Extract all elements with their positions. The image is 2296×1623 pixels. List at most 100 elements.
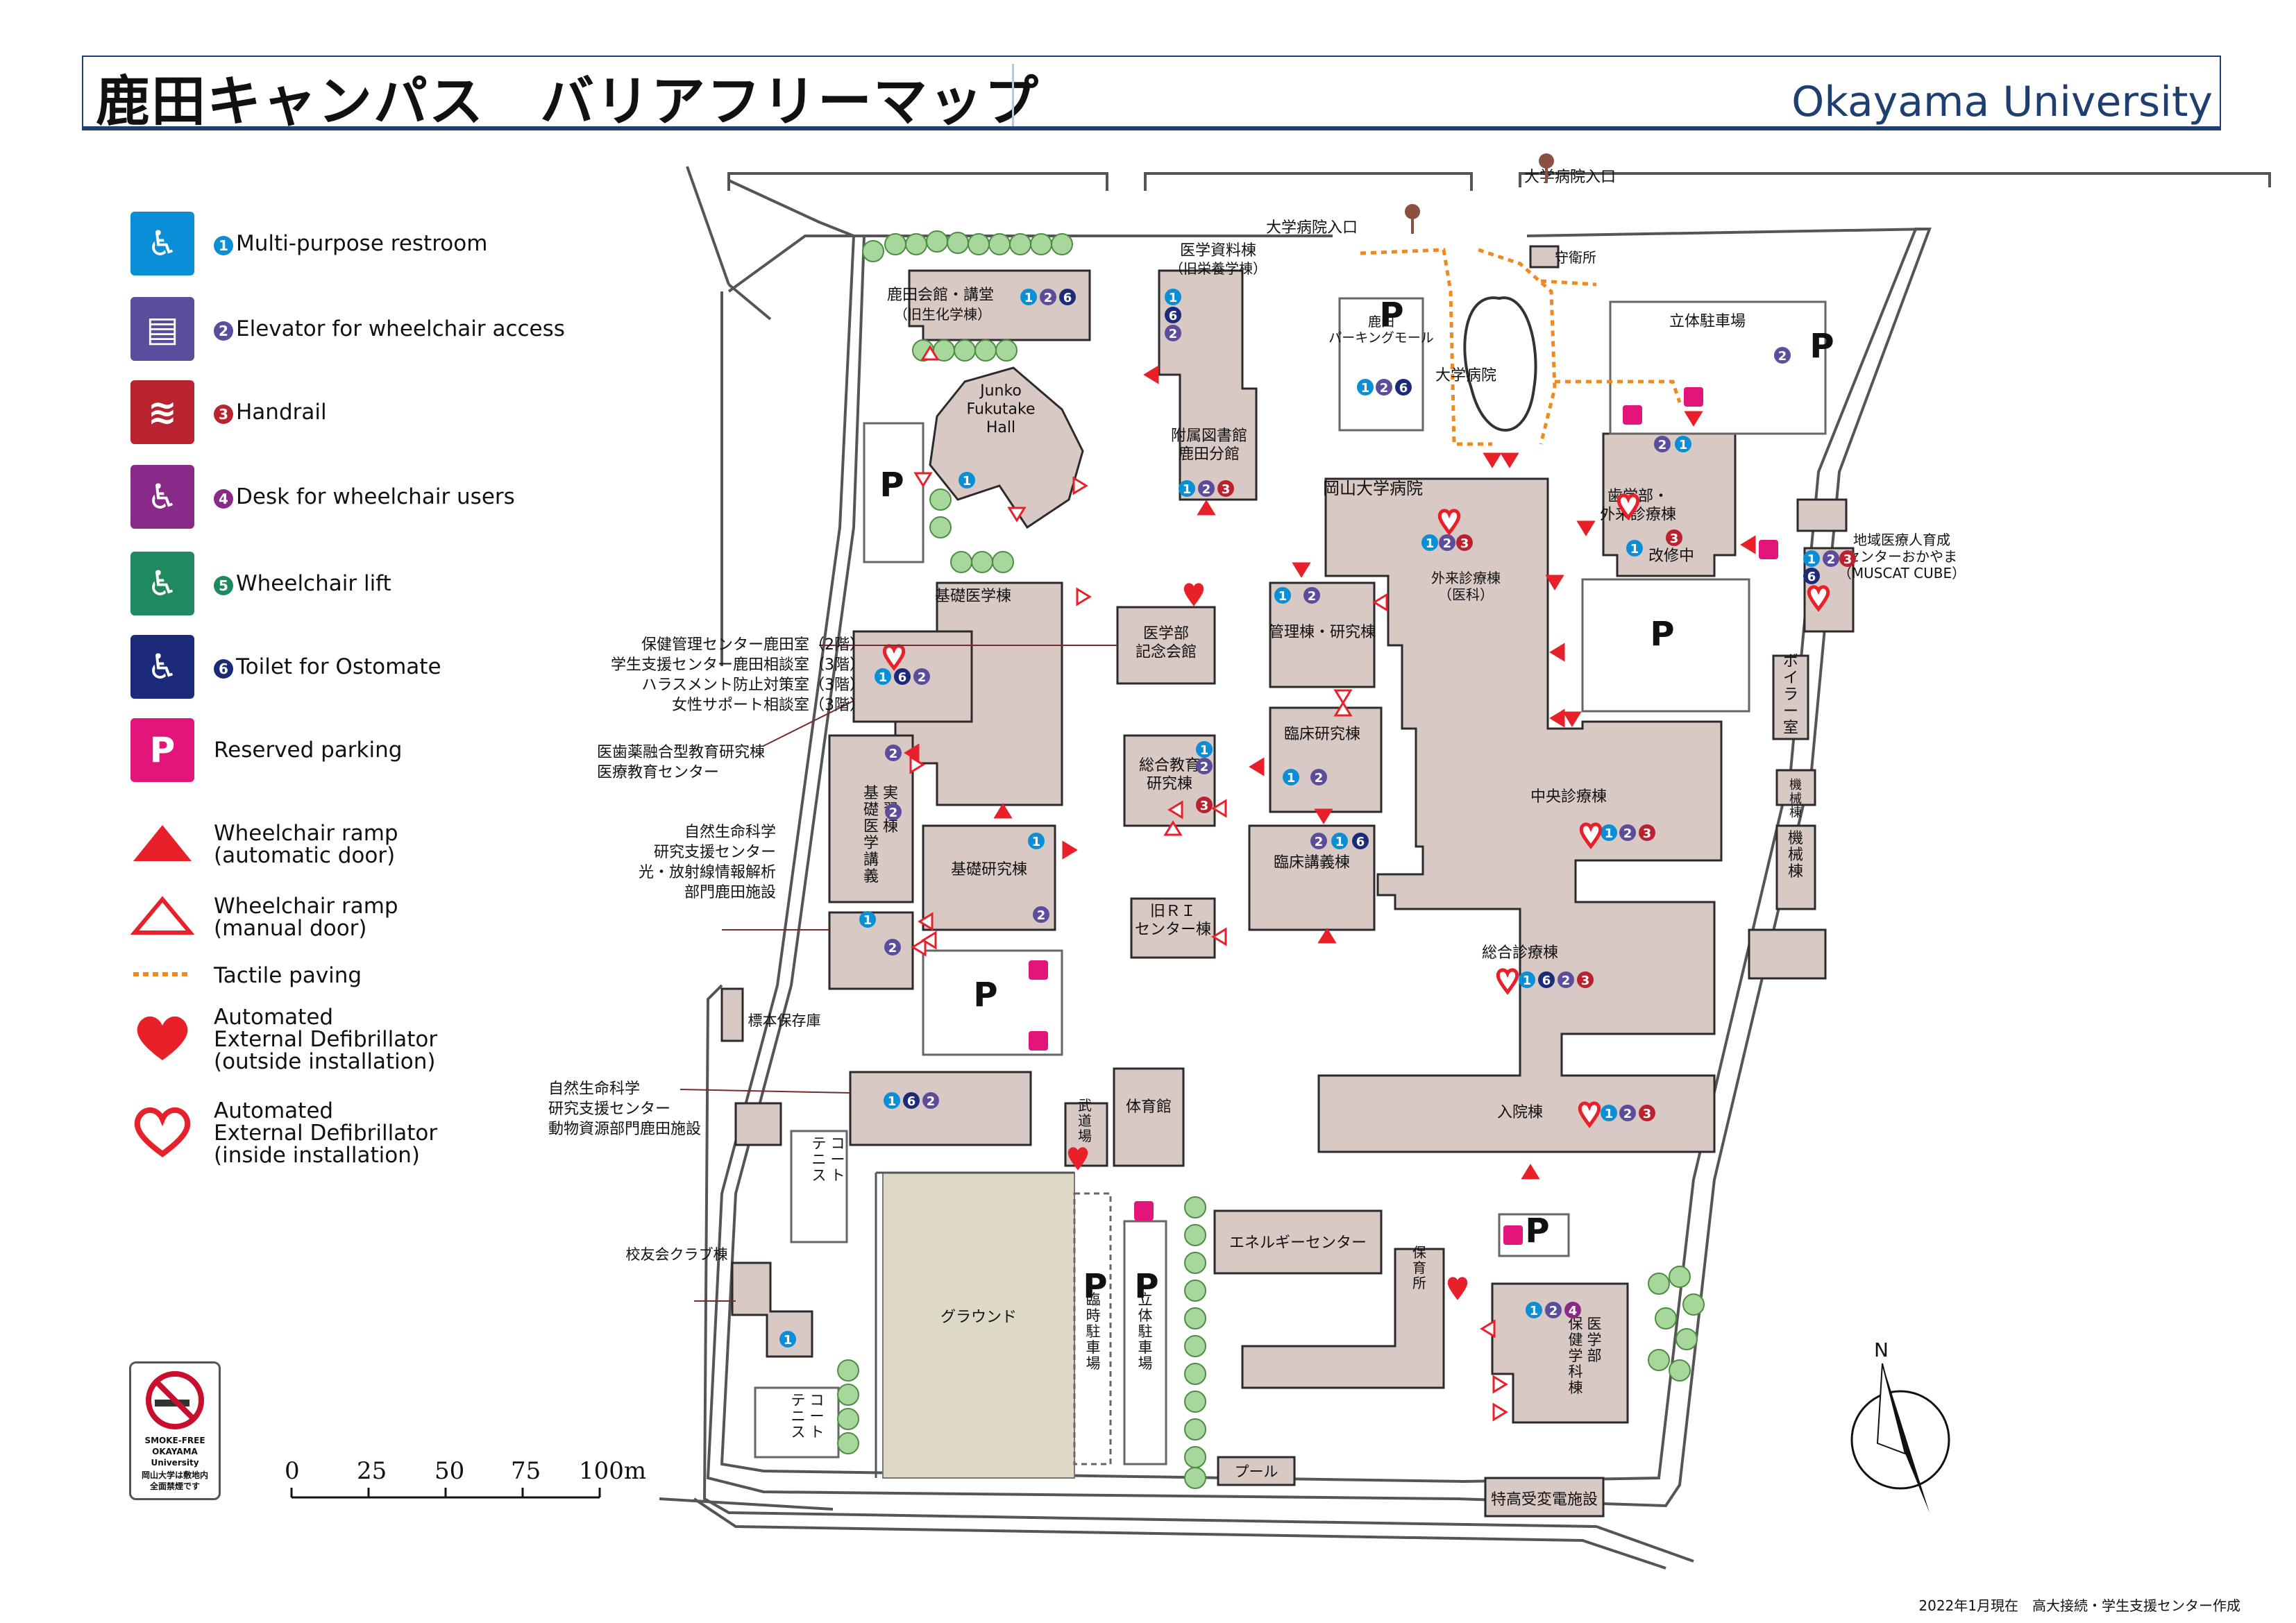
reserved-parking-icon <box>1134 1201 1154 1221</box>
facility-badge-number: 2 <box>918 670 927 685</box>
facility-badge-6 <box>894 668 911 685</box>
tree-icon <box>1184 1467 1206 1489</box>
legend-item: Automated External Defibrillator (inside… <box>130 1100 437 1166</box>
tree-icon <box>884 233 906 255</box>
facility-badge-2 <box>1823 550 1839 567</box>
map-label-under-renovation: 改修中 <box>1648 547 1694 565</box>
map-label-basic-med-lecture: 基礎医学講義 <box>863 785 879 885</box>
facility-badge-3 <box>1639 824 1655 841</box>
map-label-admin-research: 管理棟・研究棟 <box>1269 624 1376 641</box>
building-old-ri <box>1130 897 1216 959</box>
facility-badge-number: 2 <box>1380 381 1389 396</box>
building-machinery-2 <box>1775 824 1816 910</box>
tree-icon <box>968 233 990 255</box>
facility-badge-number: 1 <box>1807 552 1816 567</box>
map-label-library: 附属図書館鹿田分館 <box>1171 427 1247 463</box>
map-label-library-annex-top: 医学資料棟 <box>1180 242 1256 260</box>
facility-badge-number: 1 <box>963 474 972 488</box>
ramp-manual-icon <box>1333 701 1353 717</box>
ramp-automatic-icon <box>904 743 920 763</box>
facility-badge-2 <box>1619 824 1636 841</box>
facility-badge-2 <box>1033 906 1049 923</box>
no-smoking-icon <box>146 1371 204 1429</box>
callout-animal: 自然生命科学 研究支援センター 動物資源部門鹿田施設 <box>548 1080 702 1138</box>
facility-badge-number: 2 <box>1037 908 1046 923</box>
map-label-nursery: 保育所 <box>1412 1244 1426 1291</box>
smoke-free-line2: OKAYAMA <box>152 1447 198 1456</box>
callout-health-center: 保健管理センター鹿田室（2階） 学生支援センター鹿田相談室（3階） ハラスメント… <box>611 636 865 714</box>
building-nursery <box>1241 1248 1445 1389</box>
legend-label: Automated External Defibrillator (outsid… <box>214 1005 438 1074</box>
map-label-health-sciences: 医学部 <box>1587 1316 1602 1364</box>
facility-badge-1 <box>1601 824 1617 841</box>
facility-badge-number: 3 <box>1843 552 1852 567</box>
facility-badge-2 <box>1439 534 1455 551</box>
tree-icon <box>992 551 1014 573</box>
tree-icon <box>837 1432 859 1454</box>
parking-area-east <box>1581 578 1750 713</box>
callout-lines <box>679 645 1117 1302</box>
building-substation <box>1484 1477 1605 1518</box>
facility-badge-number: 6 <box>1356 835 1365 849</box>
multipurpose-restroom-icon: ♿ <box>130 212 194 275</box>
tree-icon <box>1669 1266 1691 1288</box>
facility-badge-2 <box>1619 1105 1636 1121</box>
tree-icon <box>1184 1418 1206 1441</box>
ramp-manual-icon <box>1211 799 1227 818</box>
smoke-free-line4: 岡山大学は敷地内 <box>141 1470 208 1480</box>
aed-inside-icon <box>1579 822 1603 849</box>
building-memorial <box>1116 606 1216 685</box>
map-label-central-clinic: 中央診療棟 <box>1530 788 1607 806</box>
facility-badge-1 <box>1675 436 1691 452</box>
building-alumni <box>731 1261 813 1358</box>
facility-badge-3 <box>1839 550 1856 567</box>
facility-badge-number: 1 <box>1183 482 1192 497</box>
facility-badge-2 <box>1165 325 1181 341</box>
aed-inside-icon <box>130 1104 194 1162</box>
wheelchair-lift-icon: ♿ <box>130 552 194 615</box>
building-boiler <box>1772 654 1809 740</box>
building-pool <box>1217 1456 1296 1486</box>
ramp-automatic-icon <box>1249 757 1265 776</box>
facility-badge-3 <box>1217 480 1234 497</box>
map-label-kaikan-sub: （旧生化学棟） <box>894 306 991 323</box>
tree-icon <box>1184 1252 1206 1274</box>
facility-badge-number: 1 <box>1530 1304 1539 1318</box>
tree-icon <box>926 230 948 253</box>
facility-badge-number: 6 <box>1169 309 1178 323</box>
legend-label: Tactile paving <box>214 963 362 988</box>
map-label-basic-research: 基礎研究棟 <box>951 861 1027 878</box>
facility-badge-6 <box>1395 379 1412 396</box>
facility-badge-2 <box>1040 289 1056 305</box>
building-okayama-hospital <box>1317 477 1723 1153</box>
building-gym <box>1113 1067 1185 1167</box>
facility-badge-number: 2 <box>1827 552 1836 567</box>
map-label-parking-tower: 立体駐車場 <box>1138 1291 1153 1372</box>
facility-badge-1 <box>1179 480 1195 497</box>
ramp-manual-icon <box>911 937 927 957</box>
facility-badge-6 <box>1803 568 1820 584</box>
scale-tick-0: 0 <box>285 1457 300 1485</box>
map-label-temp-parking: 臨時駐車場 <box>1086 1291 1101 1372</box>
reserved-parking-icon <box>1029 960 1048 980</box>
facility-badge-1 <box>875 668 891 685</box>
facility-badge-number: 1 <box>1605 826 1614 841</box>
facility-badge-number: 6 <box>1807 570 1816 584</box>
ramp-automatic-icon <box>1292 562 1311 578</box>
ramp-manual-icon <box>1480 1319 1496 1339</box>
map-label-gym: 体育館 <box>1126 1098 1172 1116</box>
facility-badge-1 <box>1803 550 1820 567</box>
legend-number-badge: 4 <box>214 488 233 509</box>
facility-badge-number: 2 <box>889 747 898 761</box>
facility-badge-number: 1 <box>1024 291 1033 305</box>
building-small-east <box>1748 928 1827 980</box>
legend-item: Wheelchair ramp (manual door) <box>130 895 398 940</box>
tree-icon <box>1184 1335 1206 1357</box>
facility-badge-1 <box>1028 833 1045 849</box>
facility-badge-number: 3 <box>1670 532 1679 546</box>
